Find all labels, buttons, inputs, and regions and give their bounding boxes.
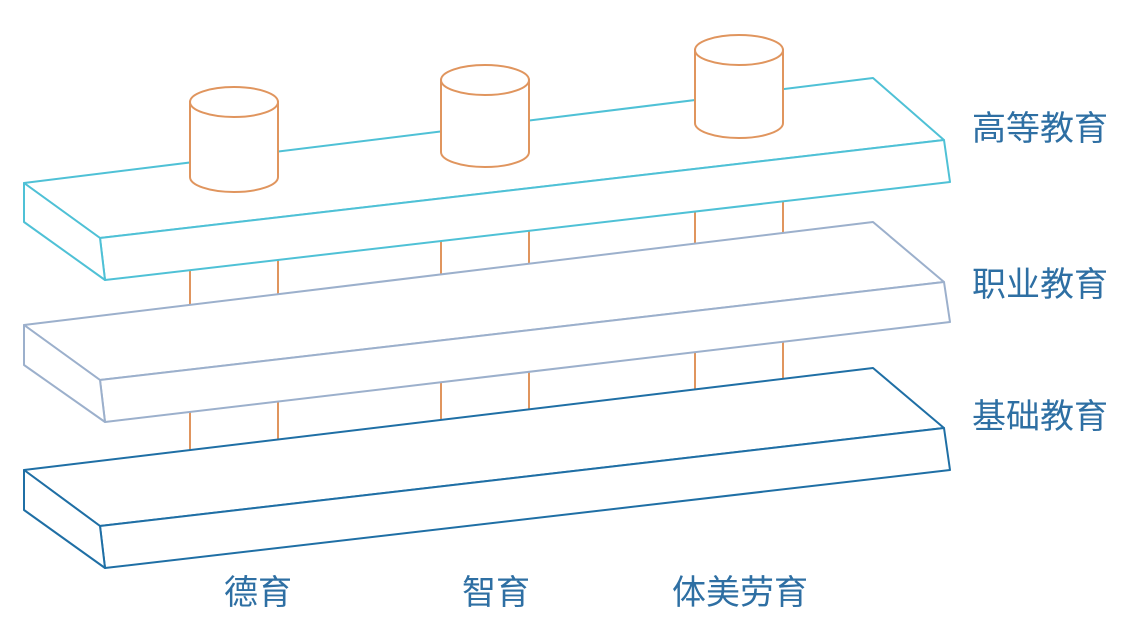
plate-vocational-education: [23, 221, 951, 423]
pillar-tmL-top: [694, 34, 784, 139]
pillar-label-de: 德育: [224, 573, 292, 613]
plate-basic-left: [23, 469, 106, 569]
plate-higher-left: [23, 182, 106, 281]
pillar-label-tml: 体美劳育: [672, 573, 808, 613]
plate-vocational-left: [23, 324, 106, 423]
pillar-zhi-top: [440, 64, 530, 168]
plate-basic-education: [23, 367, 951, 569]
level-label-basic: 基础教育: [972, 397, 1108, 437]
pillar-de-top: [189, 86, 279, 193]
level-label-vocational: 职业教育: [972, 265, 1108, 305]
pillar-tops: [189, 34, 784, 193]
pillar-label-zhi: 智育: [462, 573, 530, 613]
level-label-higher: 高等教育: [972, 109, 1108, 149]
